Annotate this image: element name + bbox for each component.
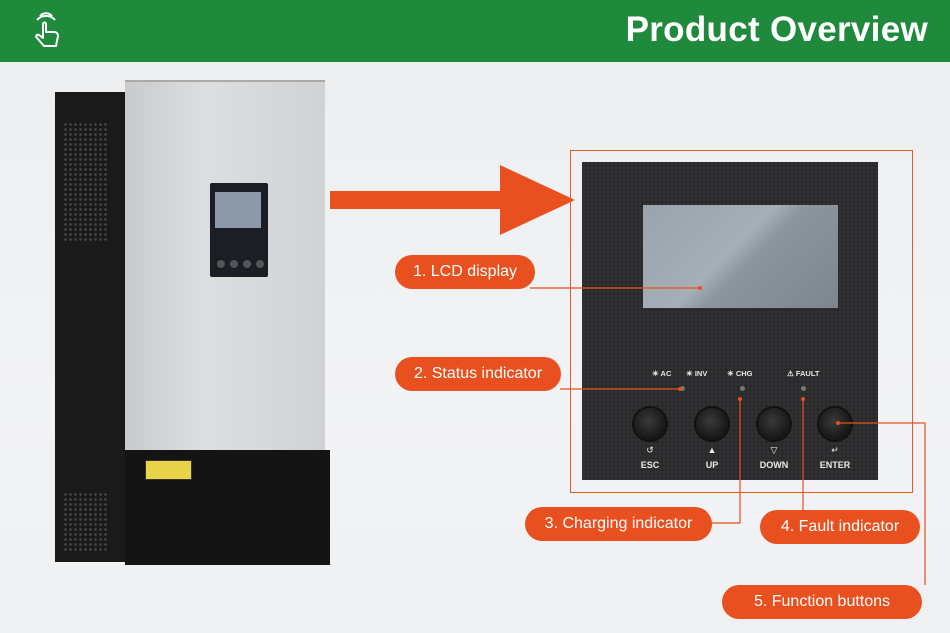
esc-label: ESC xyxy=(640,460,660,470)
indicator-label-ac: ☀ AC xyxy=(652,369,672,378)
indicator-label-fault: ⚠ FAULT xyxy=(787,369,820,378)
hand-pointer-icon xyxy=(35,12,59,47)
esc-symbol-icon: ↺ xyxy=(646,445,654,455)
callout-fault-indicator: 4. Fault indicator xyxy=(760,510,920,544)
callout-function-buttons: 5. Function buttons xyxy=(722,585,922,619)
enter-button[interactable] xyxy=(819,408,851,440)
up-button[interactable] xyxy=(696,408,728,440)
vent-grille-top xyxy=(63,122,108,242)
device-knob xyxy=(230,260,238,268)
callout-status-indicator: 2. Status indicator xyxy=(395,357,561,391)
down-button[interactable] xyxy=(758,408,790,440)
callout-charging-indicator: 3. Charging indicator xyxy=(525,507,712,541)
indicator-label-inv: ☀ INV xyxy=(686,369,708,378)
page-title: Product Overview xyxy=(625,10,928,49)
panel-highlight-frame xyxy=(570,150,913,493)
esc-button[interactable] xyxy=(634,408,666,440)
indicator-label-chg: ☀ CHG xyxy=(727,369,753,378)
enter-symbol-icon: ↵ xyxy=(831,445,839,455)
fault-led xyxy=(801,386,806,391)
caution-sticker xyxy=(145,460,192,480)
down-symbol-icon: ▽ xyxy=(770,445,778,455)
status-led xyxy=(680,386,685,391)
up-label: UP xyxy=(705,460,719,470)
header-bar: Product Overview xyxy=(0,0,950,62)
enter-label: ENTER xyxy=(819,460,851,470)
vent-grille-bottom xyxy=(63,492,108,552)
callout-lcd-display: 1. LCD display xyxy=(395,255,535,289)
inverter-device-image xyxy=(55,80,335,570)
charging-led xyxy=(740,386,745,391)
arrow-right-icon xyxy=(330,165,575,235)
device-knob xyxy=(256,260,264,268)
device-knob xyxy=(243,260,251,268)
device-front-cover xyxy=(125,80,325,497)
device-side-panel xyxy=(55,92,125,562)
device-knob xyxy=(217,260,225,268)
lcd-display xyxy=(643,205,838,308)
up-symbol-icon: ▲ xyxy=(707,445,717,455)
device-lcd xyxy=(215,192,261,228)
down-label: DOWN xyxy=(759,460,789,470)
